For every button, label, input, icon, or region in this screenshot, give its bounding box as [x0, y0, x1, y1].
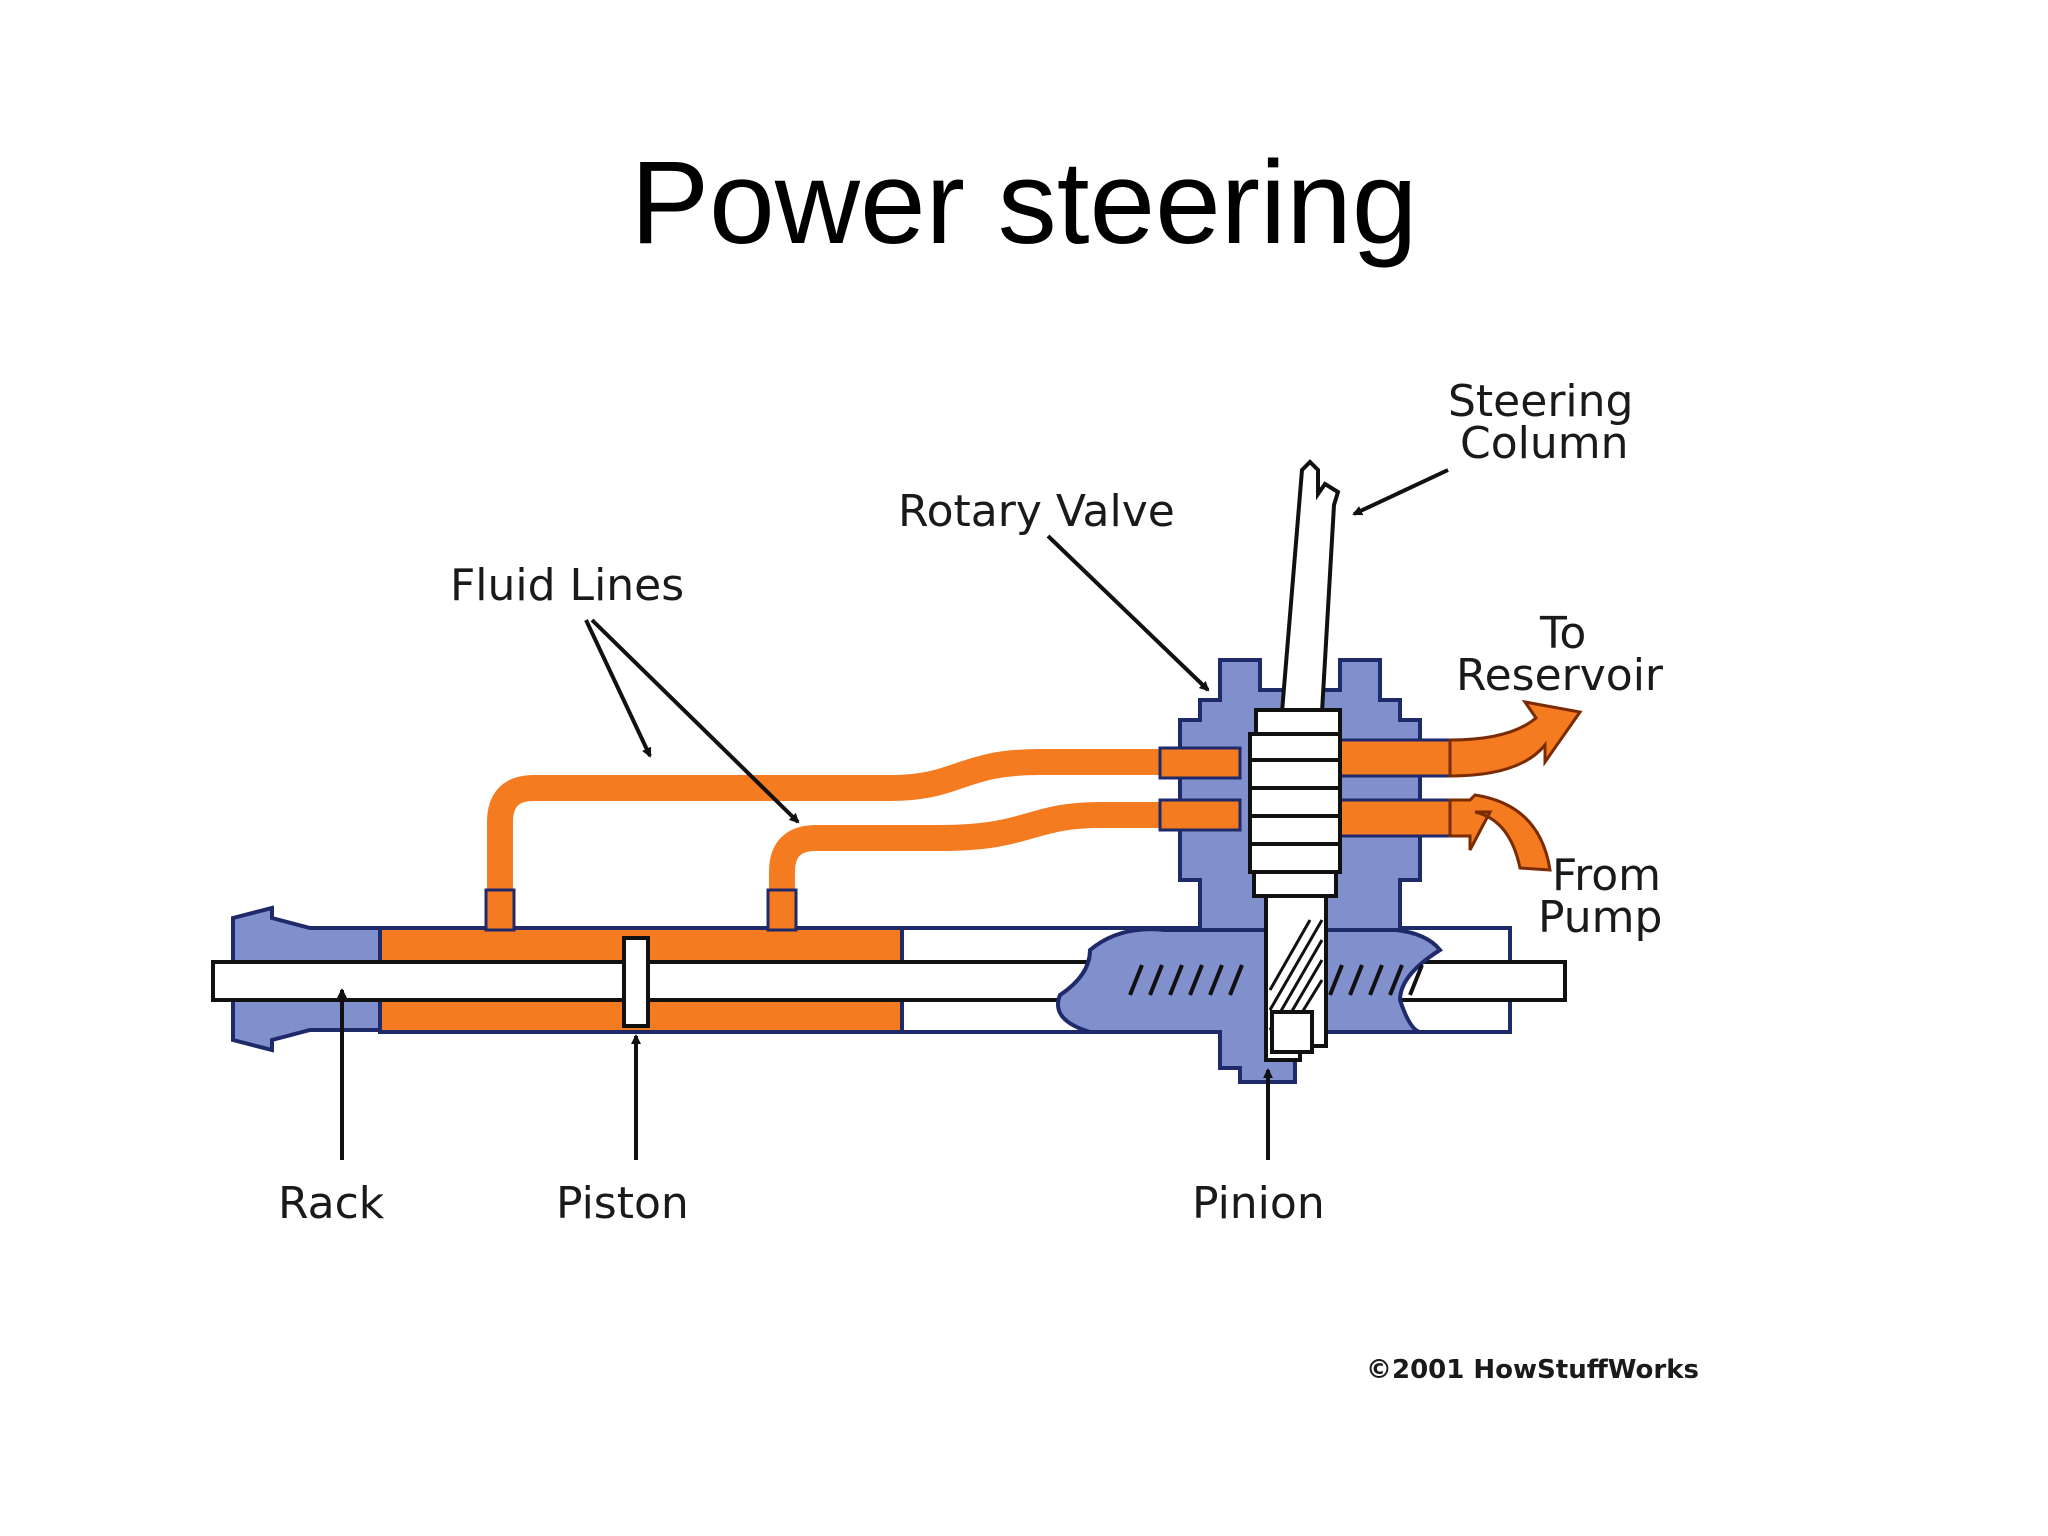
valve-spool-ring: [1248, 732, 1342, 762]
steering-column: [1279, 459, 1341, 714]
fluid-line-lower: [769, 802, 1160, 915]
label-from-pump-line2: Pump: [1538, 892, 1662, 943]
label-rotary-valve: Rotary Valve: [898, 486, 1175, 537]
valve-spool-ring: [1252, 870, 1338, 898]
pinion-housing: [1056, 927, 1443, 1084]
rotary-valve-pointer: [1046, 534, 1210, 692]
copyright-credit: ©2001 HowStuffWorks: [1366, 1355, 1699, 1385]
label-piston: Piston: [556, 1178, 689, 1229]
fluid-lines-pointer-upper: [584, 619, 652, 758]
valve-spool-ring: [1248, 758, 1342, 790]
valve-port-reservoir: [1338, 738, 1452, 778]
page-title: Power steering: [630, 137, 1418, 269]
label-to-reservoir-line2: Reservoir: [1456, 650, 1664, 701]
port-upper: [484, 888, 516, 932]
valve-port-lower: [1158, 798, 1242, 832]
pinion-bottom: [1270, 1010, 1314, 1054]
piston: [622, 936, 650, 1028]
valve-port-pump: [1338, 798, 1452, 838]
label-to-reservoir-line1: To: [1539, 608, 1586, 659]
label-from-pump-line1: From: [1552, 850, 1661, 901]
valve-spool-ring: [1248, 814, 1342, 846]
steering-column-pointer: [1352, 468, 1449, 516]
fluid-line-upper: [487, 749, 1160, 915]
fluid-lines-pointer-lower: [590, 618, 800, 824]
rack-gear-teeth: [1128, 964, 1424, 996]
label-steering-column-line2: Column: [1460, 418, 1629, 469]
label-pinion: Pinion: [1192, 1178, 1325, 1229]
valve-port-upper: [1158, 746, 1242, 780]
port-lower: [766, 888, 798, 932]
to-reservoir-arrow: [1448, 699, 1583, 778]
label-steering-column-line1: Steering: [1448, 376, 1633, 427]
valve-spool-ring: [1248, 786, 1342, 818]
from-pump-arrow: [1448, 793, 1552, 872]
valve-spool-ring: [1254, 708, 1342, 736]
label-rack: Rack: [278, 1178, 385, 1229]
label-fluid-lines: Fluid Lines: [450, 560, 684, 611]
valve-spool-ring: [1248, 842, 1342, 874]
